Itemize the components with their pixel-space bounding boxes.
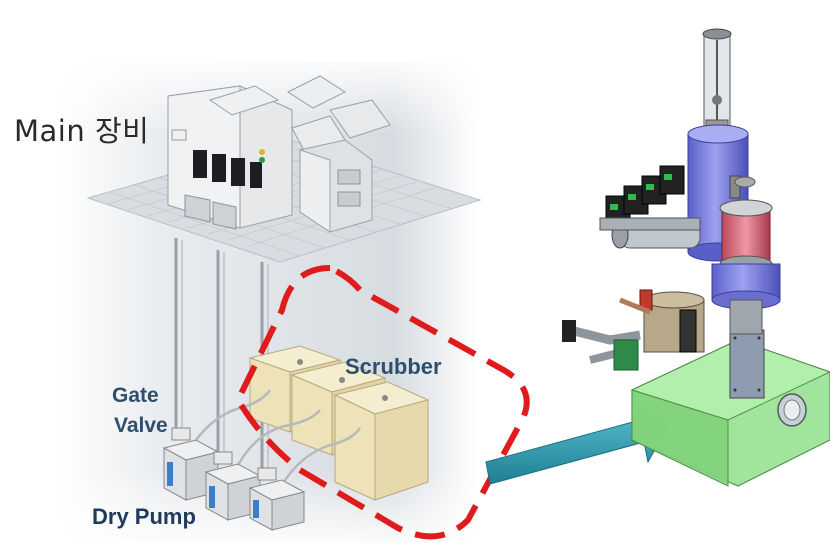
- valve-bank: [599, 165, 701, 231]
- scrubber-units: [248, 345, 430, 501]
- scrubber-label: Scrubber: [345, 354, 442, 379]
- gate-valve-label-line2: Valve: [114, 414, 168, 437]
- dry-pumps: [162, 427, 306, 531]
- dry-pump-label: Dry Pump: [92, 504, 196, 529]
- main-equipment: [167, 75, 391, 233]
- main-equipment-label: Main 장비: [14, 114, 150, 148]
- gate-valve-label-line1: Gate: [112, 384, 159, 407]
- highlight-dashed-outline: [235, 265, 530, 540]
- cad-assembly: [562, 28, 830, 487]
